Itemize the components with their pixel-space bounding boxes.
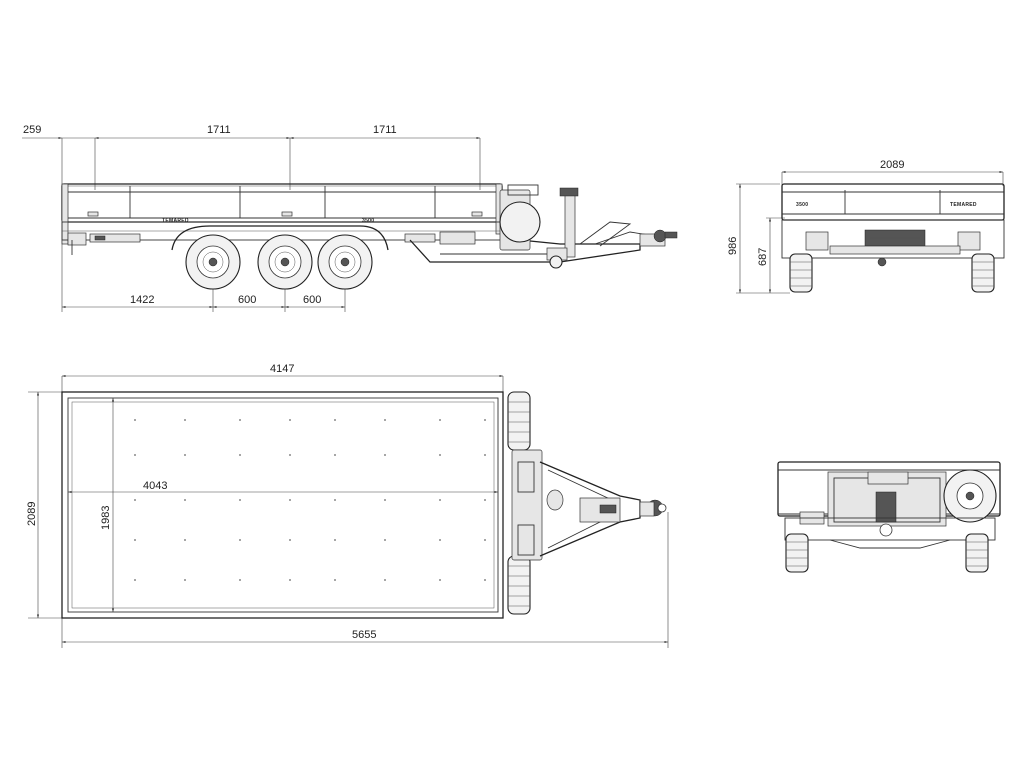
deck-rivet: [484, 539, 486, 541]
top-deck: [61, 391, 504, 619]
deck-rivet: [439, 419, 441, 421]
rear-wheels: [785, 533, 989, 573]
top-drawbar: [511, 449, 667, 561]
side-body: TEMARED 3500: [61, 183, 503, 255]
deck-rivet: [134, 419, 136, 421]
side-wheels: [185, 234, 373, 290]
deck-rivet: [134, 499, 136, 501]
rear-view: [777, 461, 1001, 573]
deck-rivet: [439, 539, 441, 541]
front-body: TEMARED 3500: [781, 183, 1005, 267]
deck-rivet: [239, 499, 241, 501]
front-view: 2089 986 687 TEMARED 3500: [727, 159, 1005, 294]
deck-rivet: [334, 499, 336, 501]
deck-rivet: [484, 579, 486, 581]
top-view: 4147 4043 1983 2089 5655: [26, 363, 669, 648]
deck-rivet: [134, 579, 136, 581]
rear-body: [777, 461, 1001, 549]
deck-rivet: [184, 454, 186, 456]
deck-rivet: [184, 579, 186, 581]
deck-rivet: [384, 539, 386, 541]
deck-rivet: [184, 499, 186, 501]
top-dimensions: 4147 4043 1983 2089 5655: [26, 363, 669, 648]
deck-rivet: [334, 454, 336, 456]
front-model: 3500: [796, 202, 808, 208]
dim-side-span-2: 1711: [373, 124, 397, 136]
deck-rivet: [239, 419, 241, 421]
dim-side-overhang: 259: [23, 124, 41, 136]
deck-rivet: [289, 579, 291, 581]
dim-front-width: 2089: [880, 159, 904, 171]
deck-rivet: [334, 579, 336, 581]
dim-top-inner-width: 1983: [100, 506, 112, 530]
dim-side-axle-1: 600: [238, 294, 256, 306]
deck-rivet: [239, 539, 241, 541]
deck-rivet: [334, 539, 336, 541]
dim-side-axle-2: 600: [303, 294, 321, 306]
deck-rivet: [384, 454, 386, 456]
dim-side-span-1: 1711: [207, 124, 231, 136]
deck-rivet: [134, 454, 136, 456]
deck-rivet: [439, 454, 441, 456]
deck-rivet: [289, 454, 291, 456]
deck-rivet: [184, 539, 186, 541]
dim-top-body-length: 4147: [270, 363, 294, 375]
side-dimensions: 259 1711 1711 1422 600 600: [22, 124, 481, 312]
front-logo: TEMARED: [950, 202, 977, 208]
side-model: 3500: [362, 218, 374, 224]
deck-rivet: [384, 419, 386, 421]
side-drawbar: [409, 184, 678, 269]
dim-front-height-total: 986: [727, 237, 739, 255]
deck-rivet: [384, 579, 386, 581]
deck-rivet: [439, 499, 441, 501]
deck-rivet: [289, 539, 291, 541]
deck-rivet: [134, 539, 136, 541]
deck-rivet: [484, 419, 486, 421]
top-deck-rivets: [134, 419, 486, 581]
front-dimensions: 2089 986 687: [727, 159, 1004, 294]
front-wheels: [789, 253, 995, 293]
deck-rivet: [289, 419, 291, 421]
deck-rivet: [334, 419, 336, 421]
deck-rivet: [184, 419, 186, 421]
dim-top-inner-length: 4043: [143, 480, 167, 492]
deck-rivet: [439, 579, 441, 581]
dim-side-front-offset: 1422: [130, 294, 154, 306]
dim-top-total-length: 5655: [352, 629, 376, 641]
deck-rivet: [289, 499, 291, 501]
side-logo: TEMARED: [162, 218, 189, 224]
side-view: 259 1711 1711 1422 600 600: [22, 124, 678, 312]
deck-rivet: [239, 454, 241, 456]
deck-rivet: [484, 499, 486, 501]
side-fender: [171, 225, 389, 251]
deck-rivet: [239, 579, 241, 581]
deck-rivet: [484, 454, 486, 456]
deck-rivet: [384, 499, 386, 501]
dim-top-width: 2089: [26, 502, 38, 526]
dim-front-height-deck: 687: [757, 248, 769, 266]
